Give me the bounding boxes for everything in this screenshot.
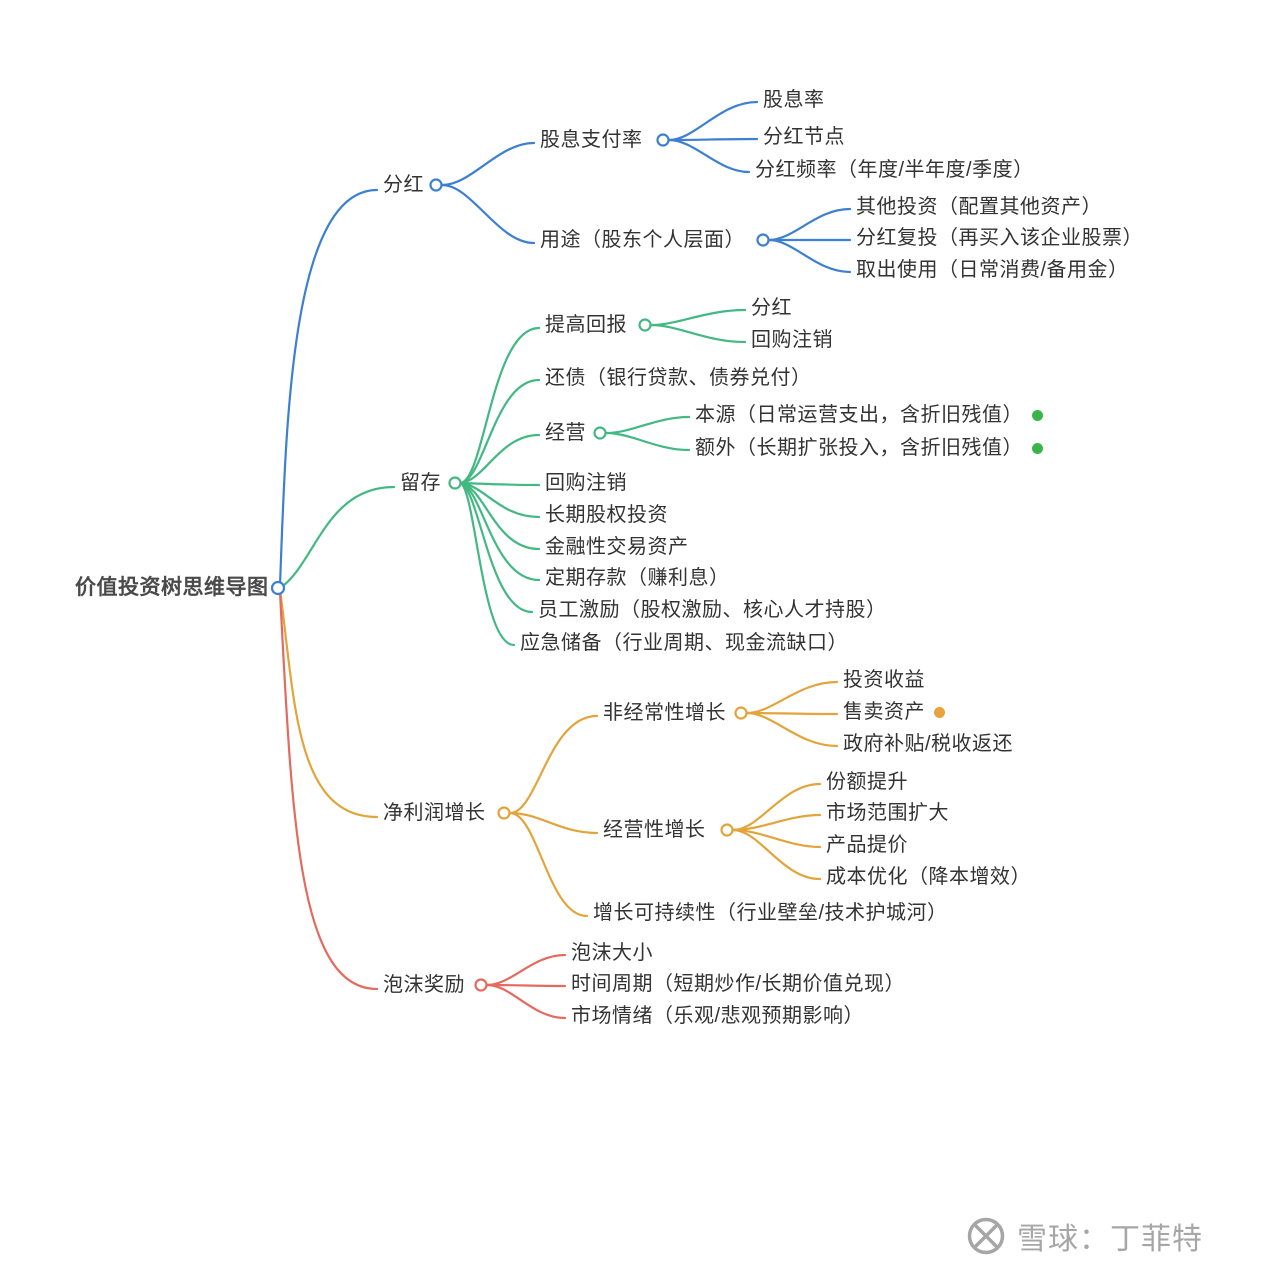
junction-operations[interactable] — [593, 426, 607, 440]
node-extra-expansion-spend[interactable]: 额外（长期扩张投入，含折旧残值） — [695, 434, 1043, 462]
node-bubble-size[interactable]: 泡沫大小 — [571, 942, 653, 964]
junction-usage[interactable] — [756, 233, 770, 247]
junction-net-profit-growth[interactable] — [497, 806, 511, 820]
node-price-increase[interactable]: 产品提价 — [826, 834, 908, 856]
junction-payout-ratio[interactable] — [656, 133, 670, 147]
orange-dot-marker — [934, 706, 945, 718]
node-operations[interactable]: 经营 — [545, 422, 586, 444]
edges-profit-growth-branch — [278, 588, 839, 918]
node-cost-optimization[interactable]: 成本优化（降本增效） — [826, 866, 1031, 888]
green-dot-marker — [1032, 409, 1043, 421]
node-time-cycle[interactable]: 时间周期（短期炒作/长期价值兑现） — [571, 973, 906, 995]
node-root[interactable]: 价值投资树思维导图 — [75, 574, 269, 602]
watermark: 雪球：丁菲特 — [965, 1214, 1203, 1258]
branch-junctions[interactable] — [270, 133, 770, 992]
node-government-subsidy[interactable]: 政府补贴/税收返还 — [843, 733, 1014, 755]
junction-retained[interactable] — [448, 476, 462, 490]
node-asset-sale[interactable]: 售卖资产 — [843, 698, 945, 726]
node-bubble-reward[interactable]: 泡沫奖励 — [383, 974, 465, 996]
node-growth-sustainability[interactable]: 增长可持续性（行业壁垒/技术护城河） — [593, 902, 948, 924]
node-market-share-up[interactable]: 份额提升 — [826, 771, 908, 793]
node-usage-shareholder-level[interactable]: 用途（股东个人层面） — [540, 229, 745, 251]
node-non-recurring-growth[interactable]: 非经常性增长 — [603, 702, 726, 724]
edges-dividend-branch — [278, 100, 852, 587]
node-net-profit-growth[interactable]: 净利润增长 — [383, 802, 486, 824]
node-retained-earnings[interactable]: 留存 — [400, 472, 441, 494]
node-dividend-payout-ratio[interactable]: 股息支付率 — [540, 129, 643, 151]
node-dividend-leaf[interactable]: 分红 — [751, 297, 792, 319]
junction-root[interactable] — [270, 580, 286, 596]
node-core-operating-spend[interactable]: 本源（日常运营支出，含折旧残值） — [695, 401, 1043, 429]
node-buyback-cancel-leaf[interactable]: 回购注销 — [751, 329, 833, 351]
node-financial-trading-assets[interactable]: 金融性交易资产 — [545, 536, 689, 558]
node-market-sentiment[interactable]: 市场情绪（乐观/悲观预期影响） — [571, 1005, 865, 1027]
node-root-label: 价值投资树思维导图 — [75, 576, 269, 599]
node-buyback-cancel[interactable]: 回购注销 — [545, 472, 627, 494]
junction-dividend[interactable] — [429, 178, 443, 192]
junction-bubble-reward[interactable] — [474, 978, 488, 992]
xueqiu-logo-icon — [967, 1217, 1005, 1255]
junction-operating-growth[interactable] — [720, 823, 734, 837]
node-withdraw-use[interactable]: 取出使用（日常消费/备用金） — [856, 259, 1129, 281]
node-dividend-reinvest[interactable]: 分红复投（再买入该企业股票） — [856, 227, 1143, 249]
node-market-expansion[interactable]: 市场范围扩大 — [826, 802, 949, 824]
green-dot-marker — [1032, 442, 1043, 454]
node-employee-incentive[interactable]: 员工激励（股权激励、核心人才持股） — [538, 599, 887, 621]
node-dividend[interactable]: 分红 — [383, 174, 424, 196]
node-investment-income[interactable]: 投资收益 — [843, 669, 925, 691]
edges-bubble-branch — [278, 590, 567, 1020]
node-repay-debt[interactable]: 还债（银行贷款、债券兑付） — [545, 367, 812, 389]
node-emergency-reserve[interactable]: 应急储备（行业周期、现金流缺口） — [520, 632, 848, 654]
node-dividend-timing[interactable]: 分红节点 — [763, 126, 845, 148]
node-dividend-yield[interactable]: 股息率 — [763, 89, 825, 111]
node-operating-growth[interactable]: 经营性增长 — [603, 819, 706, 841]
junction-improve-returns[interactable] — [638, 318, 652, 332]
edges-retained-branch — [278, 308, 747, 647]
node-improve-returns[interactable]: 提高回报 — [545, 314, 627, 336]
watermark-text: 雪球：丁菲特 — [1017, 1223, 1203, 1256]
node-dividend-frequency[interactable]: 分红频率（年度/半年度/季度） — [755, 159, 1034, 181]
node-fixed-deposit[interactable]: 定期存款（赚利息） — [545, 567, 730, 589]
junction-non-recurring[interactable] — [734, 706, 748, 720]
node-other-investment[interactable]: 其他投资（配置其他资产） — [856, 196, 1102, 218]
node-long-term-equity[interactable]: 长期股权投资 — [545, 504, 668, 526]
